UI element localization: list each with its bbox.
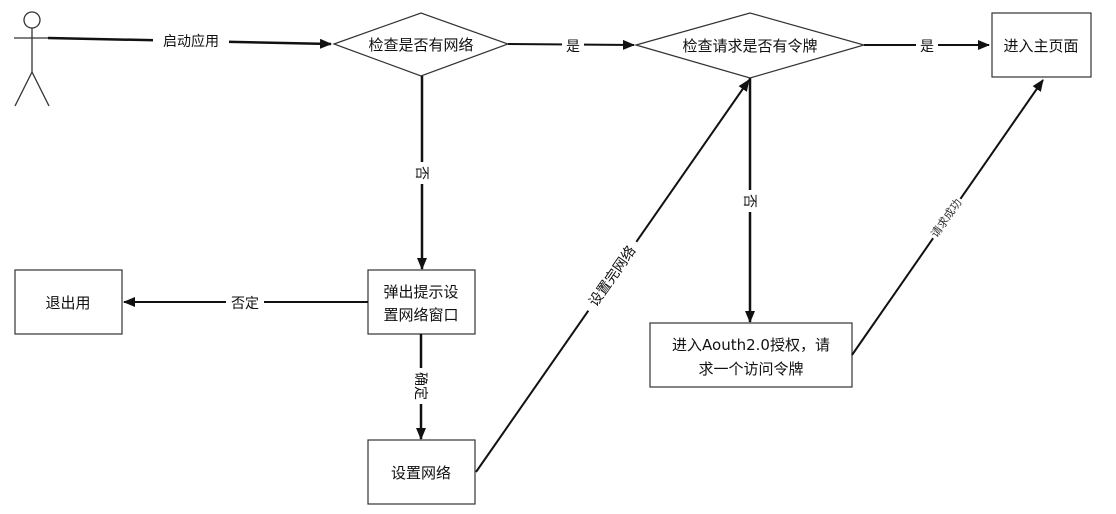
edge-label-network-no: 否 [413, 166, 429, 180]
edge-label-token-yes: 是 [920, 39, 934, 55]
process-main-page-label: 进入主页面 [1003, 37, 1078, 55]
edge-token-yes: 是 [864, 35, 990, 55]
process-exit-app-label: 退出用 [45, 294, 90, 312]
actor-icon [14, 11, 50, 107]
edge-label-request-success: 请求成功 [928, 197, 964, 240]
process-main-page[interactable]: 进入主页面 [991, 12, 1092, 78]
process-popup-settings[interactable]: 弹出提示设 置网络窗口 [367, 269, 476, 335]
edge-label-launch: 启动应用 [163, 33, 219, 50]
process-set-network-label: 设置网络 [391, 464, 451, 482]
decision-check-token-label: 检查请求是否有令牌 [682, 37, 817, 55]
edge-popup-cancel: 否定 [123, 292, 368, 312]
edge-network-no: 否 [413, 76, 431, 270]
process-popup-settings-line2: 置网络窗口 [383, 306, 458, 324]
decision-check-network-label: 检查是否有网络 [368, 36, 473, 54]
edge-network-done: 设置完网络 [475, 79, 750, 473]
process-oauth-line1: 进入Aouth2.0授权，请 [672, 336, 830, 354]
process-oauth-line2: 求一个访问令牌 [698, 360, 803, 378]
process-set-network[interactable]: 设置网络 [367, 439, 476, 505]
edge-token-no: 否 [741, 78, 759, 323]
edge-network-yes: 是 [507, 35, 635, 55]
process-exit-app[interactable]: 退出用 [14, 269, 123, 335]
edge-label-popup-confirm: 确定 [412, 372, 428, 400]
decision-check-network[interactable]: 检查是否有网络 [332, 12, 510, 77]
edge-label-popup-cancel: 否定 [231, 296, 259, 312]
edge-label-token-no: 否 [741, 194, 757, 208]
edge-label-network-yes: 是 [566, 39, 580, 55]
edge-popup-confirm: 确定 [412, 334, 430, 440]
process-popup-settings-line1: 弹出提示设 [383, 283, 458, 301]
edge-request-success: 请求成功 [851, 79, 1044, 356]
decision-check-token[interactable]: 检查请求是否有令牌 [633, 12, 867, 79]
edge-label-network-done: 设置完网络 [586, 243, 639, 310]
process-oauth[interactable]: 进入Aouth2.0授权，请 求一个访问令牌 [649, 322, 853, 388]
edge-launch: 启动应用 [47, 30, 332, 50]
